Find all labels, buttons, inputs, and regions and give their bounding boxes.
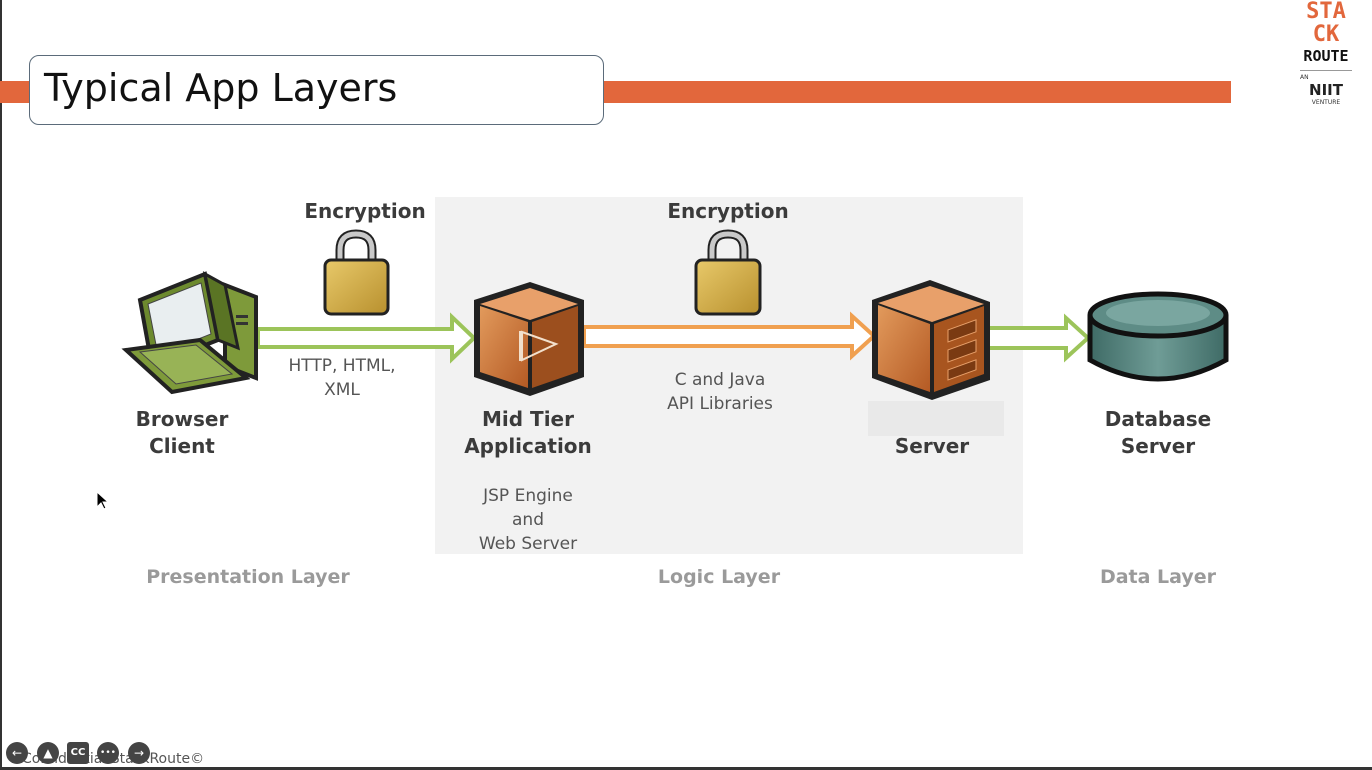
slide-title: Typical App Layers [44,66,398,110]
encryption-label-left: Encryption [304,199,426,223]
jsp-line-3: Web Server [478,534,578,554]
browser-client-label: Browser Client [112,406,252,460]
database-server-label: Database Server [1088,406,1228,460]
presentation-layer-label: Presentation Layer [146,566,350,588]
jsp-line-2: and [512,510,544,530]
database-line-1: Database [1104,407,1212,431]
logo-text-1: STA [1306,0,1346,24]
application-box-icon [474,282,584,396]
api-line-2: API Libraries [667,394,773,414]
protocols-label: HTTP, HTML, XML [262,354,422,402]
mid-tier-line-1: Mid Tier [482,407,574,431]
database-line-2: Server [1120,434,1196,458]
mid-tier-line-2: Application [464,434,592,458]
back-arrow-button[interactable]: ← [6,742,28,764]
server-label: Server [894,434,970,458]
server-label-background [868,401,1004,436]
logo-niit: NIIT [1309,81,1343,99]
browser-client-line-2: Client [149,434,215,458]
lock-icon [323,229,390,316]
arrow-server-to-database [986,313,1091,363]
mouse-cursor-icon [96,491,110,510]
forward-arrow-button[interactable]: → [128,742,150,764]
encryption-label-right: Encryption [667,199,789,223]
api-line-1: C and Java [674,370,766,390]
logo-venture: VENTURE [1311,99,1341,106]
api-libraries-label: C and Java API Libraries [635,368,805,416]
arrow-midtier-to-server [582,311,877,361]
browser-client-line-1: Browser [135,407,229,431]
protocols-line-1: HTTP, HTML, [288,356,396,376]
stackroute-logo: STA CK ROUTE AN NIIT VENTURE [1300,0,1352,125]
database-icon [1087,291,1229,382]
jsp-line-1: JSP Engine [483,486,573,506]
computer-icon [121,271,258,395]
frame-left-edge [0,0,2,770]
frame-bottom-edge [0,767,1372,770]
logo-an: AN [1300,74,1309,81]
mid-tier-label: Mid Tier Application [448,406,608,460]
closed-captions-button[interactable]: CC [67,742,89,764]
more-options-button[interactable]: ••• [97,742,119,764]
lock-icon [694,229,762,316]
logo-text-3: ROUTE [1303,47,1349,65]
protocols-line-2: XML [324,380,360,400]
title-box: Typical App Layers [29,55,604,125]
server-icon [872,280,990,400]
logic-layer-label: Logic Layer [657,566,781,588]
jsp-engine-label: JSP Engine and Web Server [448,484,608,556]
arrow-browser-to-midtier [256,312,477,364]
logo-text-2: CK [1312,22,1340,47]
person-icon-button[interactable]: ▲ [37,742,59,764]
data-layer-label: Data Layer [1099,566,1217,588]
